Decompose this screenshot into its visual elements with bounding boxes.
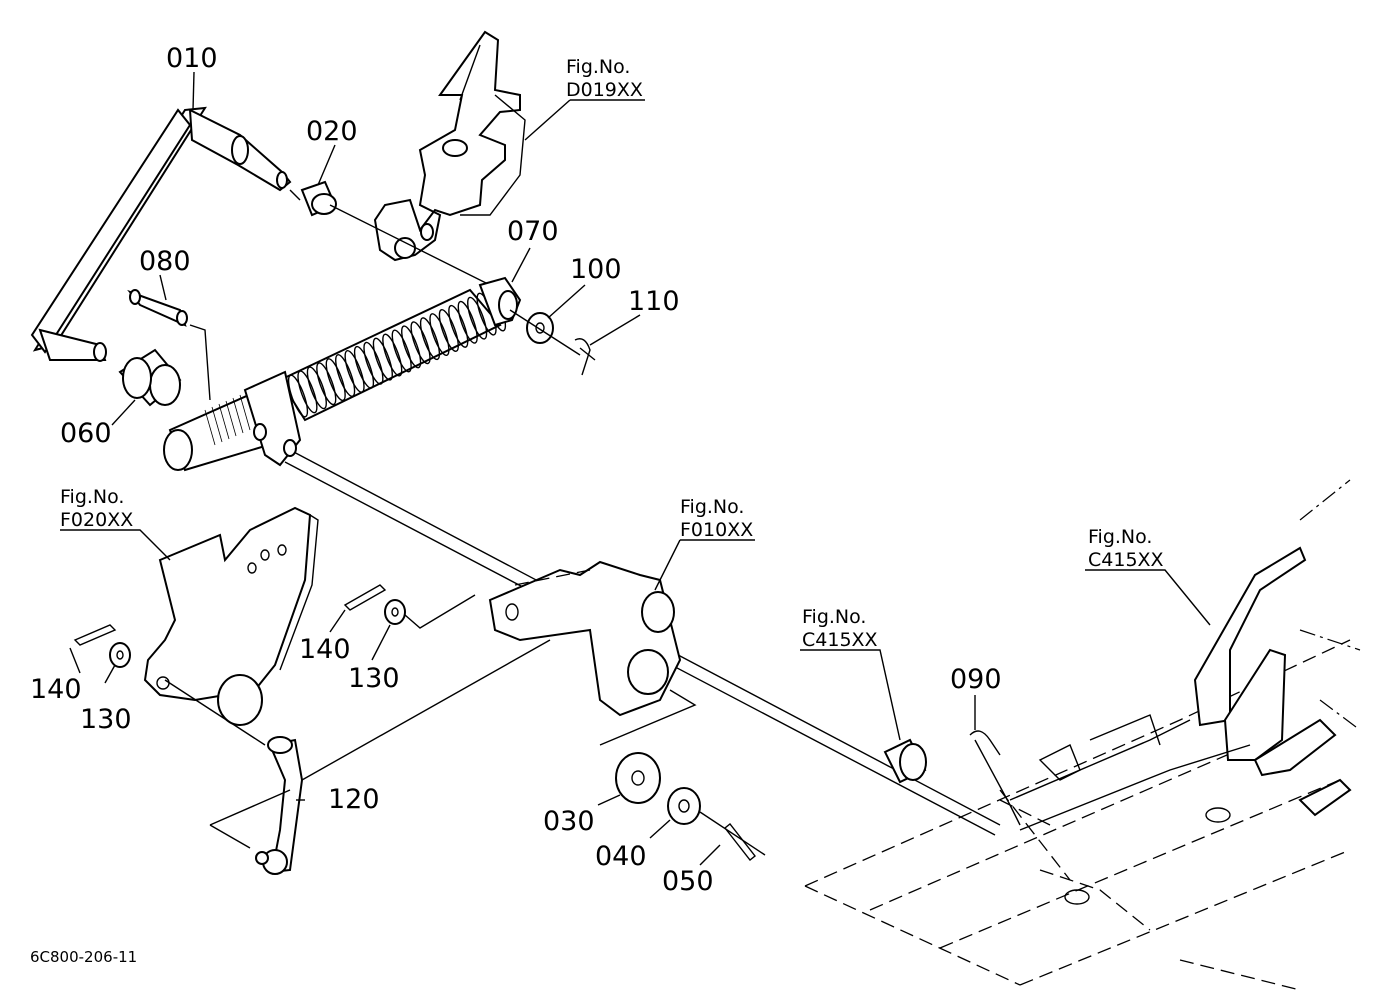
label-130-left: 130 [80,704,132,735]
spring-coil [344,349,365,393]
spring-coil [401,325,422,369]
clip-090 [969,730,1071,881]
label-020: 020 [306,116,358,147]
figref-f020-prefix: Fig.No. [60,486,124,508]
label-110: 110 [628,286,680,317]
label-030: 030 [543,806,595,837]
clip-110 [574,338,596,376]
label-040: 040 [595,841,647,872]
spring-070 [278,276,522,422]
shaft-tube [163,370,302,472]
spring-coil [410,321,431,365]
part-labels: 010 020 070 100 110 080 060 120 140 130 … [30,43,1002,897]
bracket-d019 [329,30,526,291]
spring-coil [297,370,318,414]
label-060: 060 [60,418,112,449]
hatch-area [204,394,251,446]
figure-references: Fig.No. D019XX Fig.No. F020XX Fig.No. F0… [60,56,1164,651]
drawing-code: 6C800-206-11 [30,948,137,966]
bushing-c415 [883,738,927,784]
label-050: 050 [662,866,714,897]
roller-060 [118,348,182,407]
figref-f020-code: F020XX [60,509,133,531]
label-010: 010 [166,43,218,74]
figref-f010-prefix: Fig.No. [680,496,744,518]
label-120: 120 [328,784,380,815]
figref-d019-code: D019XX [566,79,643,101]
spring-coil [382,333,403,377]
washer-040 [667,787,766,856]
frame-assembly [804,479,1361,991]
figref-c415-mid-code: C415XX [802,629,878,651]
label-100: 100 [570,254,622,285]
label-130-mid: 130 [348,663,400,694]
figref-d019-prefix: Fig.No. [566,56,630,78]
clip-050 [724,823,756,861]
lever-arm-010 [30,106,292,362]
washer-100 [509,309,581,356]
washer-130-mid [384,594,476,629]
washer-030 [615,752,661,804]
washer-130-left [109,642,131,668]
cotter-140-mid [343,584,387,611]
figref-c415-mid-prefix: Fig.No. [802,606,866,628]
spring-coil [316,362,337,406]
figref-c415-right-code: C415XX [1088,549,1164,571]
cotter-140-left [73,624,117,646]
leader-lines [60,71,1211,866]
rod-120 [209,639,551,875]
label-140-left: 140 [30,674,82,705]
spring-coil [363,341,384,385]
plate-f020 [143,506,319,746]
bracket-f010 [488,560,697,746]
spring-coils [287,288,507,418]
spring-coil [438,309,459,352]
label-090: 090 [950,664,1002,695]
spring-coil [372,337,393,381]
spring-coil [391,329,412,373]
spring-coil [429,313,450,357]
spring-coil [287,374,309,418]
spring-coil [467,296,488,340]
spring-coil [353,345,375,389]
label-140-mid: 140 [299,634,351,665]
figref-c415-right-prefix: Fig.No. [1088,526,1152,548]
spring-coil [306,366,327,410]
pin-080 [127,289,211,401]
spring-coil [325,358,346,402]
label-070: 070 [507,216,559,247]
bushing-020 [289,180,337,217]
spring-coil [419,317,441,361]
figref-f010-code: F010XX [680,519,753,541]
spring-coil [457,300,478,344]
label-080: 080 [139,246,191,277]
spring-coil [448,304,469,348]
spring-coil [335,354,356,397]
